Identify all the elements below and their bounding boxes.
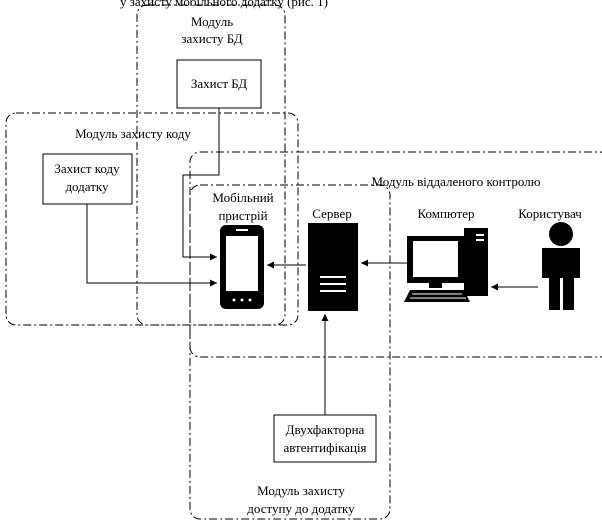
user-label: Користувач [518,206,582,221]
server-icon [308,223,358,311]
module-code-label: Модуль захисту коду [75,126,191,141]
db-protect-box [176,59,262,109]
connector-code-to-phone [86,204,217,287]
server-label: Сервер [312,206,351,221]
module-remote-label: Модуль віддаленого контролю [372,174,541,189]
db-protect-label: Захист БД [191,76,247,91]
module-db-label-line2: захисту БД [181,31,242,46]
module-remote-frame [189,151,602,358]
connector-db-to-phone [182,108,220,261]
desktop-computer-icon [404,228,488,302]
smartphone-icon [220,225,264,309]
module-access-label-line1: Модуль захисту [257,483,345,498]
module-db-label-line1: Модуль [191,14,233,29]
two-factor-box [273,414,377,463]
person-icon [542,222,580,310]
module-code-frame [5,112,299,326]
two-factor-label-line1: Двухфакторна [286,422,365,437]
module-access-label-line2: доступу до додатку [247,501,355,516]
two-factor-label-line2: автентифікація [283,440,366,455]
computer-label: Компютер [418,206,475,221]
mobile-label-line2: пристрій [218,208,267,223]
code-protect-label-line1: Захист коду [54,161,120,176]
code-protect-label-line2: додатку [65,179,109,194]
mobile-label-line1: Мобільний [212,190,273,205]
module-access-frame [189,184,391,520]
